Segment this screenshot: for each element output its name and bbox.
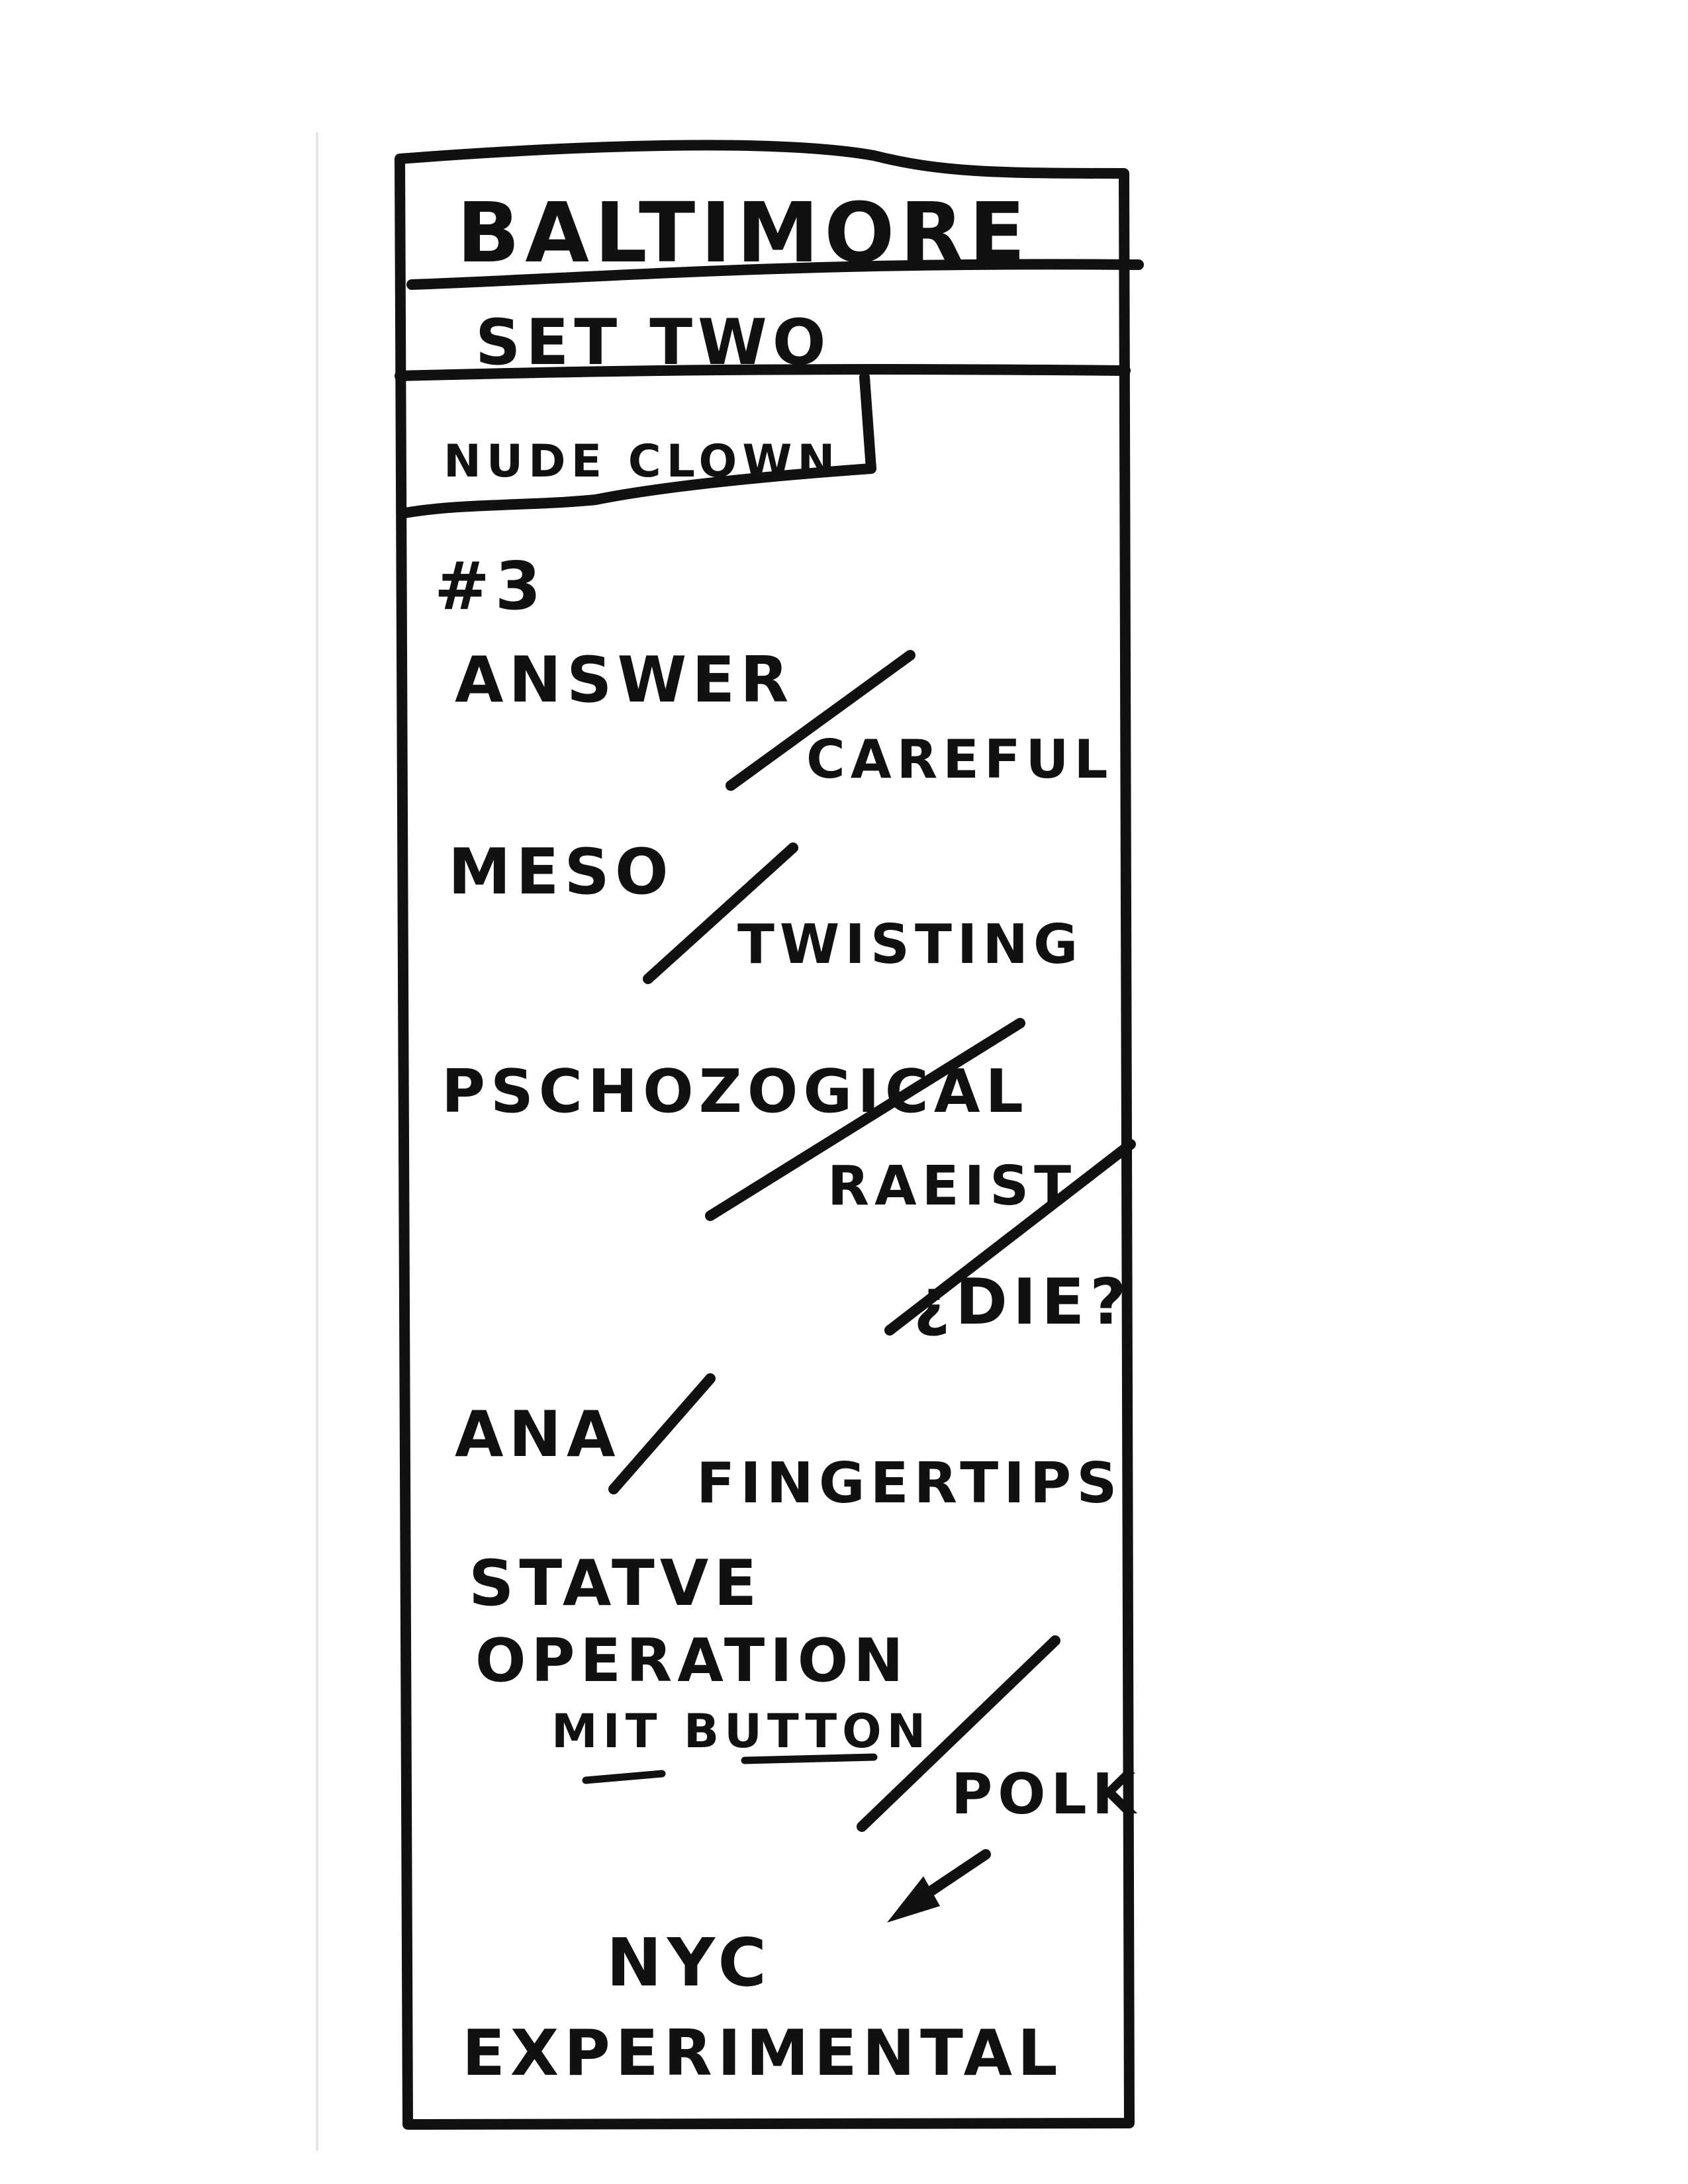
- song-fingertips: FINGERTIPS: [696, 1451, 1122, 1516]
- segue-slash: [643, 842, 798, 984]
- opener-song: NUDE CLOWN: [444, 435, 840, 488]
- segue-slash: [884, 1139, 1136, 1336]
- city-title: BALTIMORE: [457, 185, 1031, 281]
- song-twisting: TWISTING: [737, 913, 1083, 976]
- song-statve: STATVE: [469, 1547, 762, 1620]
- segue-slash: [608, 1373, 716, 1494]
- song-pschozogical: PSCHOZOGICAL: [442, 1057, 1029, 1126]
- song-operation: OPERATION: [475, 1626, 909, 1696]
- segue-slash: [857, 1635, 1060, 1832]
- segue-slash: [705, 1018, 1025, 1221]
- song-answer: ANSWER: [455, 644, 794, 717]
- song-meso: MESO: [448, 836, 674, 909]
- song-experimental: EXPERIMENTAL: [462, 2017, 1063, 2090]
- arrow-icon: [887, 1849, 991, 1923]
- song-polk: POLK: [951, 1762, 1141, 1827]
- song-mit-button: MIT BUTTON: [551, 1704, 931, 1758]
- divider-set: [395, 364, 1131, 381]
- song-raeist: RAEIST: [827, 1155, 1076, 1218]
- setlist-border: [395, 140, 1135, 2130]
- underline-mit: [582, 1770, 666, 1784]
- song-ana: ANA: [455, 1398, 621, 1471]
- song-careful: CAREFUL: [806, 729, 1113, 790]
- song-nyc: NYC: [606, 1924, 772, 2001]
- opener-box: [400, 372, 876, 518]
- segue-slash: [726, 650, 915, 791]
- set-label: SET TWO: [475, 306, 831, 379]
- divider-city: [406, 259, 1144, 290]
- song-3: #3: [434, 547, 546, 625]
- underline-button: [741, 1753, 878, 1764]
- song-die: ¿DIE?: [914, 1266, 1131, 1339]
